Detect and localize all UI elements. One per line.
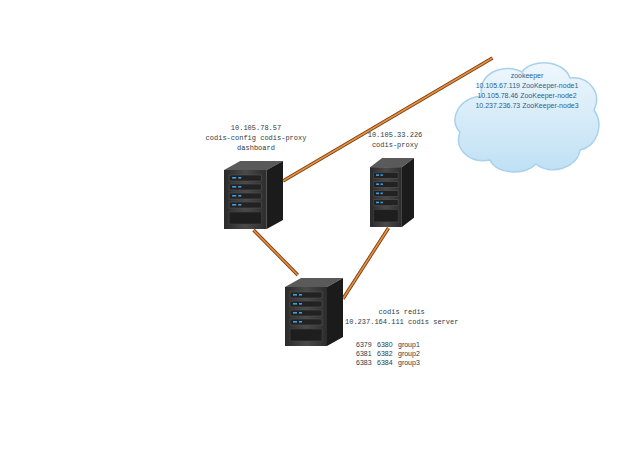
server-node: codis redis10.237.164.111 codis server — [285, 275, 343, 347]
network-link — [254, 230, 298, 275]
server-label: codis redis10.237.164.111 codis server — [345, 307, 458, 327]
port-number: 6383 — [356, 358, 372, 367]
server-role: 10.237.164.111 codis server — [345, 317, 458, 327]
cloud-node: zookeeper10.105.67.119 ZooKeeper-node110… — [452, 58, 602, 178]
network-link — [343, 228, 388, 299]
host-address: 10.105.78.46 ZooKeeper-node2 — [452, 91, 602, 101]
host-address: 10.237.236.73 ZooKeeper-node3 — [452, 101, 602, 111]
port-number: 6380 — [377, 340, 393, 349]
port-number: 6379 — [356, 340, 372, 349]
port-number: 6381 — [356, 349, 372, 358]
group-name: group3 — [398, 358, 420, 367]
server-icon — [285, 275, 343, 347]
port-number: 6382 — [377, 349, 393, 358]
port-number: 6384 — [377, 358, 393, 367]
host-address: 10.105.78.57 — [203, 123, 309, 133]
server-label: 10.105.78.57codis-config codis-proxy das… — [203, 123, 309, 153]
cloud-heading: zookeeper — [452, 71, 602, 81]
host-address: 10.105.67.119 ZooKeeper-node1 — [452, 81, 602, 91]
server-node: 10.105.78.57codis-config codis-proxy das… — [224, 158, 283, 230]
server-icon — [224, 158, 283, 230]
server-node: 10.105.33.226codis-proxy — [370, 155, 414, 228]
server-role: codis-proxy — [355, 140, 435, 150]
server-role: codis-config codis-proxy dashboard — [203, 133, 309, 153]
group-name: group2 — [398, 349, 420, 358]
server-label: 10.105.33.226codis-proxy — [355, 130, 435, 150]
host-address: codis redis — [345, 307, 458, 317]
group-name: group1 — [398, 340, 420, 349]
cloud-text: zookeeper10.105.67.119 ZooKeeper-node110… — [452, 58, 602, 111]
host-address: 10.105.33.226 — [355, 130, 435, 140]
server-icon — [370, 155, 414, 228]
